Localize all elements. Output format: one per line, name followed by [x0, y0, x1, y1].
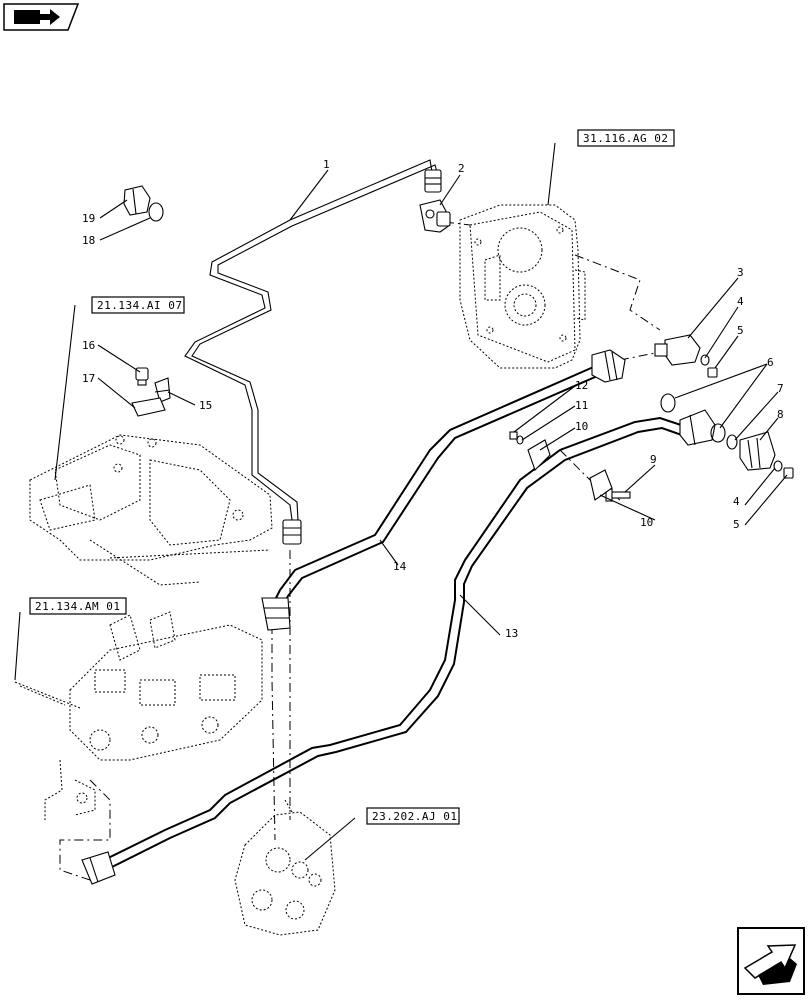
callout-1: 1 — [323, 158, 330, 171]
alignment-lines — [59, 221, 661, 881]
callout-11: 11 — [575, 399, 588, 412]
pipe-13-fitting-right — [679, 409, 716, 446]
o-ring-6-b — [710, 423, 726, 443]
pipe-14-fitting-bottom — [261, 597, 291, 631]
pipe-1-lower-fitting — [282, 519, 302, 545]
ref-box-valve-block[interactable]: 21.134.AM 01 — [29, 597, 127, 615]
clamp-10-b — [589, 469, 613, 501]
plug-19 — [123, 185, 151, 216]
pipe-14-fitting-top — [591, 349, 626, 383]
o-ring-4-upper — [700, 354, 710, 366]
callout-17: 17 — [82, 372, 95, 385]
pipe-1 — [184, 159, 438, 521]
pipe-14 — [274, 364, 603, 606]
leader-lines — [14, 142, 788, 861]
ref-box-rear-valve[interactable]: 23.202.AJ 01 — [366, 807, 460, 825]
pipe-13 — [99, 416, 691, 871]
clamp-10-a — [527, 439, 551, 472]
callout-4-lower: 4 — [733, 495, 740, 508]
elbow-fitting-2 — [419, 199, 451, 233]
callout-18: 18 — [82, 234, 95, 247]
ref-label-rear-valve[interactable]: 23.202.AJ 01 — [372, 810, 457, 823]
ref-box-gearbox[interactable]: 31.116.AG 02 — [577, 129, 675, 147]
callout-2: 2 — [458, 162, 465, 175]
nut-12 — [509, 431, 518, 440]
gearbox-housing — [459, 204, 586, 369]
pipe-1-upper-fitting — [424, 169, 442, 193]
o-ring-18 — [148, 202, 164, 222]
o-ring-4-lower — [773, 460, 783, 472]
book-forward-icon[interactable] — [3, 3, 80, 31]
control-valve-body — [29, 434, 273, 586]
callout-9: 9 — [650, 453, 657, 466]
callout-12: 12 — [575, 379, 588, 392]
callout-7: 7 — [777, 382, 784, 395]
bracket-15 — [154, 377, 171, 403]
plug-5-upper — [707, 367, 718, 378]
callout-14: 14 — [393, 560, 407, 573]
rear-valve — [234, 799, 336, 936]
ref-label-gearbox[interactable]: 31.116.AG 02 — [583, 132, 668, 145]
callout-16: 16 — [82, 339, 95, 352]
ref-label-control-valve[interactable]: 21.134.AI 07 — [97, 299, 182, 312]
plate-17 — [131, 397, 166, 417]
callout-6: 6 — [767, 356, 774, 369]
callouts: 1 2 3 4 5 6 7 8 4 5 9 10 10 11 12 13 14 … — [82, 158, 784, 640]
ref-box-control-valve[interactable]: 21.134.AI 07 — [91, 296, 185, 314]
o-ring-6-a — [660, 393, 676, 413]
callout-19: 19 — [82, 212, 95, 225]
connector-8 — [739, 431, 776, 471]
callout-8: 8 — [777, 408, 784, 421]
callout-5-lower: 5 — [733, 518, 740, 531]
callout-4-upper: 4 — [737, 295, 744, 308]
callout-15: 15 — [199, 399, 212, 412]
adapter-3 — [654, 334, 701, 366]
valve-block-assembly — [14, 611, 263, 820]
callout-13: 13 — [505, 627, 518, 640]
callout-10-a: 10 — [575, 420, 588, 433]
ref-label-valve-block[interactable]: 21.134.AM 01 — [35, 600, 120, 613]
callout-5-upper: 5 — [737, 324, 744, 337]
callout-3: 3 — [737, 266, 744, 279]
callout-10-b: 10 — [640, 516, 653, 529]
next-page-arrow-icon[interactable] — [737, 927, 805, 995]
pipe-13-fitting-left — [81, 851, 116, 885]
o-ring-7 — [726, 434, 738, 450]
